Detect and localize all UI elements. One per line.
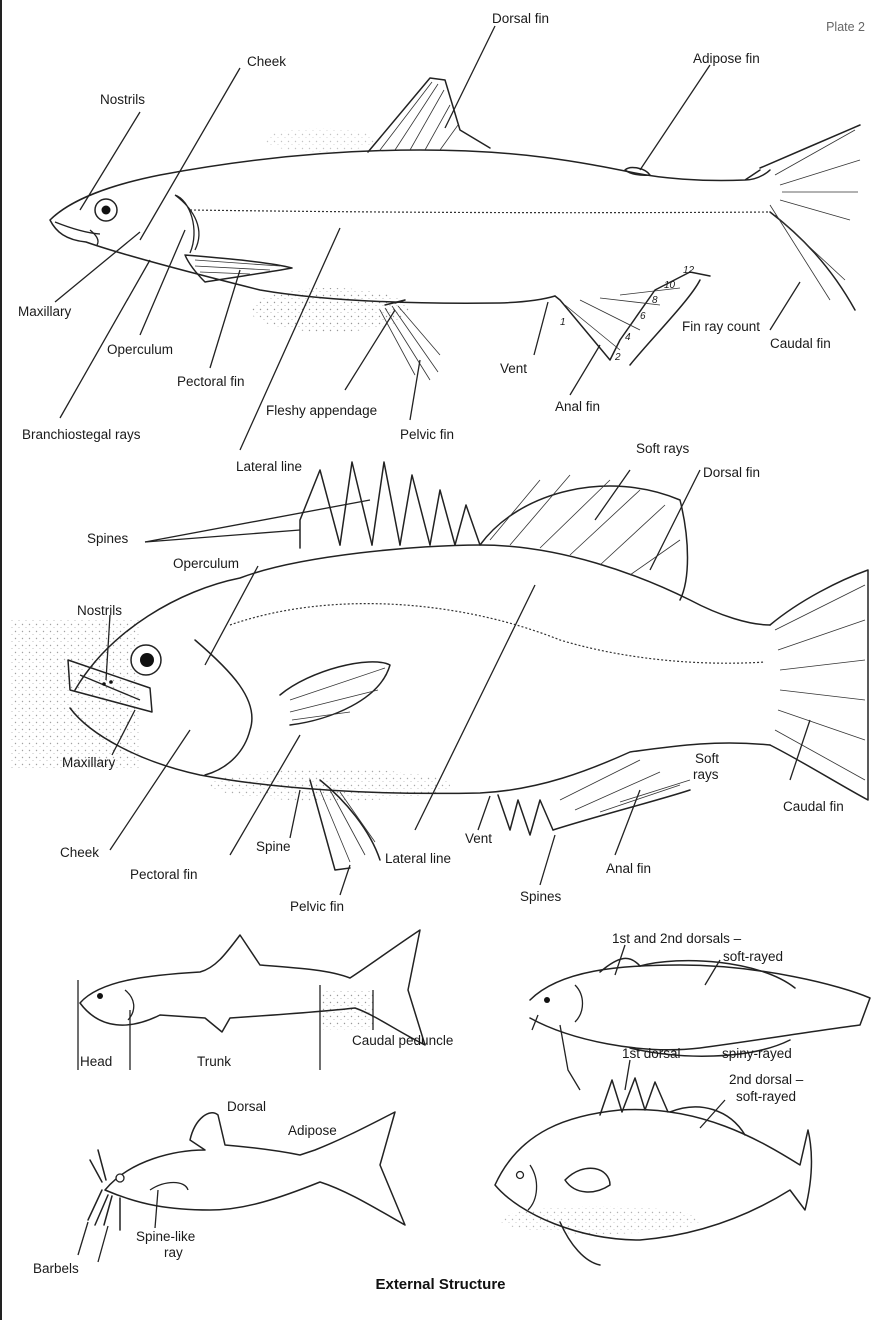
label-pelvic-fin: Pelvic fin bbox=[400, 428, 454, 442]
label-second-dorsal-2: soft-rayed bbox=[736, 1090, 796, 1104]
label-nostrils-2: Nostrils bbox=[77, 604, 122, 618]
ray-number: 6 bbox=[640, 312, 646, 322]
label-spiny-rayed: spiny-rayed bbox=[722, 1047, 792, 1061]
ray-number: 2 bbox=[615, 353, 621, 363]
label-lateral-line: Lateral line bbox=[236, 460, 302, 474]
label-spine: Spine bbox=[256, 840, 291, 854]
ray-number: 12 bbox=[683, 266, 694, 276]
fish-spiny-rayed bbox=[10, 462, 868, 870]
label-anal-fin-2: Anal fin bbox=[606, 862, 651, 876]
label-maxillary-2: Maxillary bbox=[62, 756, 115, 770]
label-vent-2: Vent bbox=[465, 832, 492, 846]
label-spine-like-ray: Spine-like bbox=[136, 1230, 195, 1244]
label-spines-anal: Spines bbox=[520, 890, 561, 904]
label-first-dorsal: 1st dorsal bbox=[622, 1047, 681, 1061]
label-pelvic-fin-2: Pelvic fin bbox=[290, 900, 344, 914]
label-dorsal-fin: Dorsal fin bbox=[492, 12, 549, 26]
fish-soft-rayed-dorsals bbox=[530, 958, 870, 1090]
label-dorsals-soft-rayed-2: soft-rayed bbox=[723, 950, 783, 964]
label-dorsal-fin-2: Dorsal fin bbox=[703, 466, 760, 480]
label-operculum-2: Operculum bbox=[173, 557, 239, 571]
label-nostrils: Nostrils bbox=[100, 93, 145, 107]
label-caudal-fin-2: Caudal fin bbox=[783, 800, 844, 814]
label-dorsal-catfish: Dorsal bbox=[227, 1100, 266, 1114]
label-adipose: Adipose bbox=[288, 1124, 337, 1138]
label-cheek-2: Cheek bbox=[60, 846, 99, 860]
ray-number: 4 bbox=[625, 333, 631, 343]
label-caudal-fin: Caudal fin bbox=[770, 337, 831, 351]
label-operculum: Operculum bbox=[107, 343, 173, 357]
label-spines: Spines bbox=[87, 532, 128, 546]
label-soft-rays-anal: Soft bbox=[695, 752, 719, 766]
label-anal-fin: Anal fin bbox=[555, 400, 600, 414]
fish-soft-rayed bbox=[50, 78, 860, 380]
label-trunk: Trunk bbox=[197, 1055, 231, 1069]
label-pectoral-fin-2: Pectoral fin bbox=[130, 868, 198, 882]
label-soft-rays: Soft rays bbox=[636, 442, 689, 456]
label-second-dorsal: 2nd dorsal – bbox=[729, 1073, 803, 1087]
label-branchiostegal-rays: Branchiostegal rays bbox=[22, 428, 141, 442]
label-dorsals-soft-rayed: 1st and 2nd dorsals – bbox=[612, 932, 741, 946]
label-spine-like-ray-2: ray bbox=[164, 1246, 183, 1260]
label-vent: Vent bbox=[500, 362, 527, 376]
label-soft-rays-anal-2: rays bbox=[693, 768, 719, 782]
label-caudal-peduncle: Caudal peduncle bbox=[352, 1034, 453, 1048]
label-lateral-line-2: Lateral line bbox=[385, 852, 451, 866]
ray-number: 8 bbox=[652, 296, 658, 306]
plate-number: Plate 2 bbox=[826, 20, 865, 34]
label-cheek: Cheek bbox=[247, 55, 286, 69]
label-head: Head bbox=[80, 1055, 112, 1069]
label-pectoral-fin: Pectoral fin bbox=[177, 375, 245, 389]
ray-number: 1 bbox=[560, 318, 566, 328]
fig1-leaders bbox=[55, 26, 800, 450]
label-adipose-fin: Adipose fin bbox=[693, 52, 760, 66]
figure-caption: External Structure bbox=[0, 1276, 881, 1293]
fish-catfish bbox=[88, 1112, 405, 1230]
ray-number: 10 bbox=[664, 281, 675, 291]
label-fin-ray-count: Fin ray count bbox=[682, 320, 760, 334]
label-maxillary: Maxillary bbox=[18, 305, 71, 319]
fish-spiny-soft-dorsals bbox=[495, 1078, 811, 1265]
label-barbels: Barbels bbox=[33, 1262, 79, 1276]
label-fleshy-appendage: Fleshy appendage bbox=[266, 404, 377, 418]
